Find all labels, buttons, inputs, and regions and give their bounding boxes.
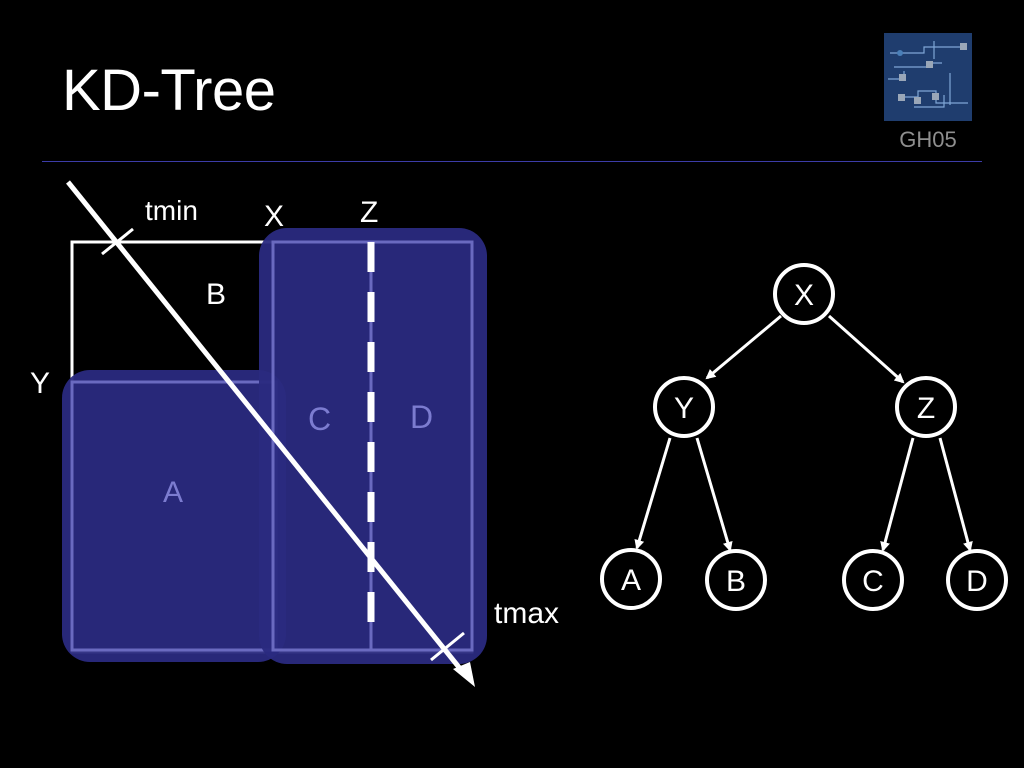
edge-z-d — [938, 437, 973, 552]
tree-node-z: Z — [895, 376, 957, 438]
tmax-tick — [430, 631, 465, 662]
logo-image — [884, 33, 972, 121]
tmin-tick — [101, 227, 134, 256]
tree-node-x: X — [773, 263, 835, 325]
title-divider — [42, 161, 982, 162]
tree-node-b-label: B — [726, 565, 746, 598]
tree-node-y: Y — [653, 376, 715, 438]
tree-node-c-label: C — [862, 565, 884, 598]
region-d-label: D — [410, 399, 433, 435]
slide-title: KD-Tree — [62, 58, 276, 123]
x-split-label: X — [264, 200, 284, 233]
z-split-label: Z — [360, 196, 378, 229]
region-b-label: B — [206, 278, 226, 311]
edge-y-b — [695, 437, 733, 552]
tree-node-a: A — [600, 548, 662, 610]
tree-node-y-label: Y — [674, 392, 694, 425]
tree-node-x-label: X — [794, 279, 814, 312]
ray-arrowhead — [453, 662, 475, 687]
y-split-label: Y — [30, 367, 50, 400]
edge-z-c — [880, 437, 915, 552]
edge-x-y — [705, 314, 782, 380]
tree-node-c: C — [842, 549, 904, 611]
region-a-label: A — [163, 476, 183, 509]
tree-node-d: D — [946, 549, 1008, 611]
tree-node-d-label: D — [966, 565, 988, 598]
logo-caption: GH05 — [899, 127, 957, 152]
region-c-label: C — [308, 401, 331, 437]
ray — [66, 180, 475, 687]
tree-node-b: B — [705, 549, 767, 611]
tmin-label: tmin — [145, 195, 198, 226]
tree-edges — [634, 314, 973, 552]
circuit-board-icon — [884, 33, 972, 121]
edge-x-z — [828, 314, 905, 384]
tmax-label: tmax — [494, 597, 559, 630]
edge-y-a — [634, 437, 672, 550]
tree-node-a-label: A — [621, 564, 641, 597]
tree-node-z-label: Z — [917, 392, 935, 425]
